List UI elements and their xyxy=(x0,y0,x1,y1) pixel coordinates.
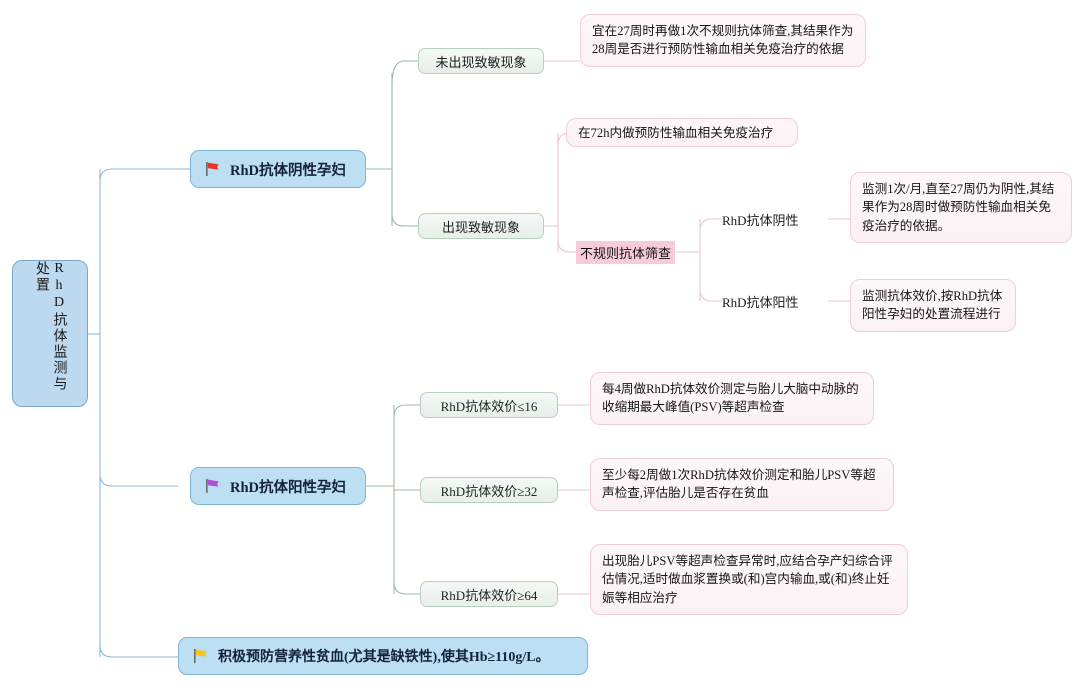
detail-text: 出现胎儿PSV等超声检查异常时,应结合孕产妇综合评估情况,适时做血浆置换或(和)… xyxy=(602,554,893,605)
branch-node-label: RhD抗体阳性孕妇 xyxy=(230,479,347,496)
node-label: RhD抗体效价≤16 xyxy=(440,398,538,414)
node-label: 不规则抗体筛查 xyxy=(580,246,672,261)
branch-node-rhd-negative[interactable]: RhD抗体阴性孕妇 xyxy=(190,150,366,188)
branch-node-anemia-prevention[interactable]: 积极预防营养性贫血(尤其是缺铁性),使其Hb≥110g/L。 xyxy=(178,637,588,675)
node-label: 未出现致敏现象 xyxy=(435,54,527,70)
node-label: RhD抗体阴性 xyxy=(722,212,799,228)
node-antibody-positive[interactable]: RhD抗体阳性 xyxy=(722,290,799,312)
detail-text: 宜在27周时再做1次不规则抗体筛查,其结果作为28周是否进行预防性输血相关免疫治… xyxy=(592,24,854,57)
branch-node-rhd-positive[interactable]: RhD抗体阳性孕妇 xyxy=(190,467,366,505)
detail-antibody-positive-monitoring[interactable]: 监测抗体效价,按RhD抗体阳性孕妇的处置流程进行 xyxy=(850,279,1016,332)
detail-text: 在72h内做预防性输血相关免疫治疗 xyxy=(578,126,774,140)
detail-text: 监测抗体效价,按RhD抗体阳性孕妇的处置流程进行 xyxy=(862,289,1003,322)
root-node[interactable]: RhD抗体监测与处置 xyxy=(12,260,88,407)
detail-antibody-negative-monitoring[interactable]: 监测1次/月,直至27周仍为阴性,其结果作为28周时做预防性输血相关免疫治疗的依… xyxy=(850,172,1072,243)
root-node-label: RhD抗体监测与处置 xyxy=(34,261,67,392)
node-irregular-antibody-screening[interactable]: 不规则抗体筛查 xyxy=(576,241,676,264)
node-label: RhD抗体效价≥64 xyxy=(440,587,538,603)
branch-node-label: 积极预防营养性贫血(尤其是缺铁性),使其Hb≥110g/L。 xyxy=(218,650,550,665)
detail-text: 监测1次/月,直至27周仍为阴性,其结果作为28周时做预防性输血相关免疫治疗的依… xyxy=(862,182,1055,233)
flag-icon xyxy=(205,478,220,494)
flag-icon xyxy=(193,648,208,664)
node-not-sensitized[interactable]: 未出现致敏现象 xyxy=(418,48,544,74)
detail-within-72h[interactable]: 在72h内做预防性输血相关免疫治疗 xyxy=(566,118,798,147)
detail-not-sensitized[interactable]: 宜在27周时再做1次不规则抗体筛查,其结果作为28周是否进行预防性输血相关免疫治… xyxy=(580,14,866,67)
detail-titer-le16[interactable]: 每4周做RhD抗体效价测定与胎儿大脑中动脉的收缩期最大峰值(PSV)等超声检查 xyxy=(590,372,874,425)
node-label: RhD抗体阳性 xyxy=(722,294,799,310)
detail-text: 每4周做RhD抗体效价测定与胎儿大脑中动脉的收缩期最大峰值(PSV)等超声检查 xyxy=(602,382,859,415)
node-label: RhD抗体效价≥32 xyxy=(440,483,538,499)
detail-text: 至少每2周做1次RhD抗体效价测定和胎儿PSV等超声检查,评估胎儿是否存在贫血 xyxy=(602,468,876,501)
detail-titer-ge64[interactable]: 出现胎儿PSV等超声检查异常时,应结合孕产妇综合评估情况,适时做血浆置换或(和)… xyxy=(590,544,908,615)
node-titer-le16[interactable]: RhD抗体效价≤16 xyxy=(420,392,558,418)
node-titer-ge32[interactable]: RhD抗体效价≥32 xyxy=(420,477,558,503)
node-titer-ge64[interactable]: RhD抗体效价≥64 xyxy=(420,581,558,607)
branch-node-label: RhD抗体阴性孕妇 xyxy=(230,162,347,179)
node-label: 出现致敏现象 xyxy=(441,219,520,235)
detail-titer-ge32[interactable]: 至少每2周做1次RhD抗体效价测定和胎儿PSV等超声检查,评估胎儿是否存在贫血 xyxy=(590,458,894,511)
node-antibody-negative[interactable]: RhD抗体阴性 xyxy=(722,208,799,230)
node-sensitized[interactable]: 出现致敏现象 xyxy=(418,213,544,239)
flag-icon xyxy=(205,161,220,177)
